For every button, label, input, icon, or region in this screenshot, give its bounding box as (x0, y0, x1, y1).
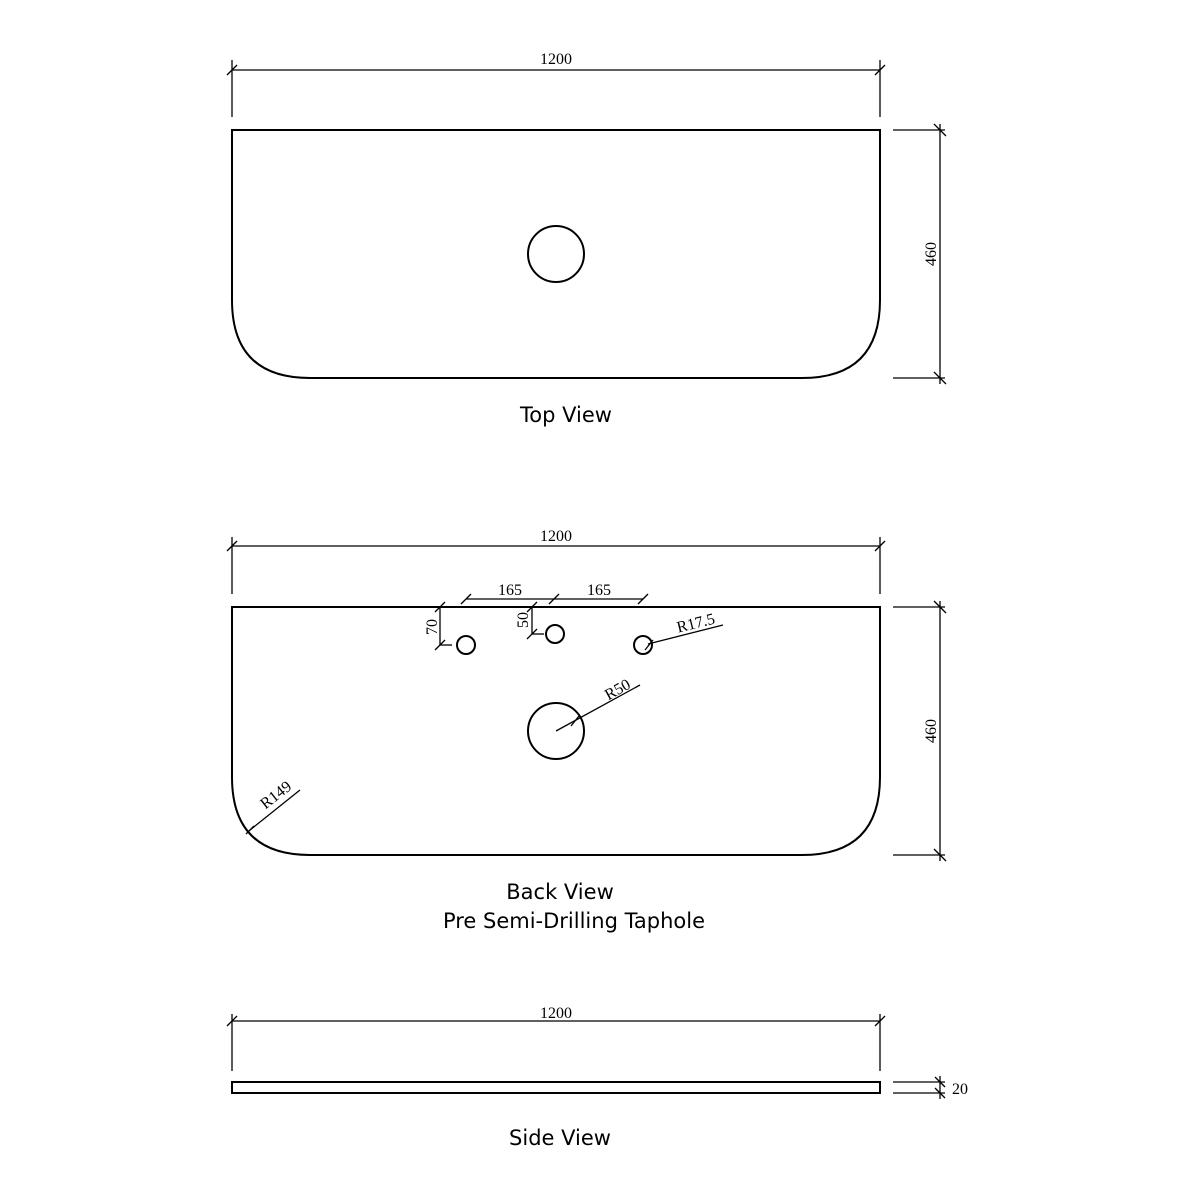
waste-radius-label: R50 (602, 676, 634, 704)
spacing-right-label: 165 (587, 582, 611, 599)
side-thickness-dimension: 20 (893, 1076, 968, 1099)
top-view-outline (231, 129, 881, 379)
top-width-dimension: 1200 (226, 51, 886, 117)
taphole-radius-leader: R17.5 (644, 611, 724, 651)
offset-70-dimension: 70 (424, 601, 452, 651)
top-view-caption: Top View (519, 403, 612, 427)
top-waste-hole (527, 225, 585, 283)
offset-70-label: 70 (424, 619, 441, 635)
taphole-radius-label: R17.5 (675, 611, 717, 637)
taphole-right (633, 635, 653, 655)
back-view-outline (231, 606, 881, 856)
side-view: 1200 20 Side View (226, 1005, 968, 1150)
back-waste-hole (527, 702, 585, 760)
side-view-slab (231, 1081, 881, 1094)
spacing-left-label: 165 (498, 582, 522, 599)
taphole-center (545, 624, 565, 644)
back-view-subcaption: Pre Semi-Drilling Taphole (443, 909, 705, 933)
waste-radius-leader: R50 (555, 676, 641, 732)
back-depth-label: 460 (923, 719, 940, 743)
taphole-left (456, 635, 476, 655)
top-view: 1200 460 Top View (226, 51, 947, 427)
corner-radius-label: R149 (257, 778, 295, 813)
back-width-dimension: 1200 (226, 528, 886, 594)
side-width-label: 1200 (540, 1005, 572, 1022)
back-view-caption: Back View (506, 880, 614, 904)
side-width-dimension: 1200 (226, 1005, 886, 1071)
corner-radius-leader: R149 (245, 778, 301, 835)
top-depth-dimension: 460 (893, 123, 947, 385)
side-thickness-label: 20 (952, 1081, 968, 1098)
top-depth-label: 460 (923, 242, 940, 266)
offset-50-label: 50 (515, 612, 532, 628)
taphole-spacing-dimension: 165 165 (460, 582, 649, 605)
back-view: 1200 165 165 70 50 (226, 528, 947, 933)
back-width-label: 1200 (540, 528, 572, 545)
top-width-label: 1200 (540, 51, 572, 68)
side-view-caption: Side View (509, 1126, 611, 1150)
back-depth-dimension: 460 (893, 600, 947, 862)
